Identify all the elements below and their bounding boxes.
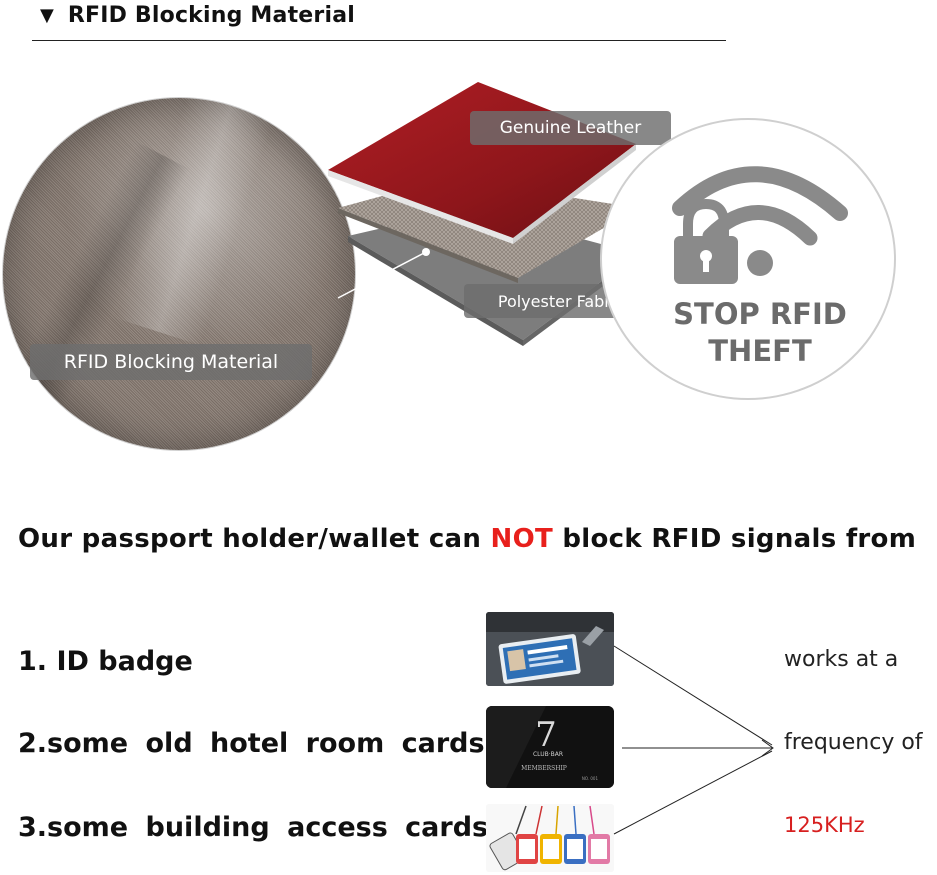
frequency-value: 125KHz [784,813,865,837]
section-header: ▼ RFID Blocking Material [40,0,355,30]
stop-rfid-text: STOP RFID THEFT [640,296,880,370]
triangle-down-icon: ▼ [40,4,54,26]
frequency-note-line2: frequency of [784,730,923,755]
statement-before: Our passport holder/wallet can [18,524,491,554]
access-cards-photo [486,804,614,872]
hotel-card-brand: CLUB·BAR [533,751,563,758]
section-title: RFID Blocking Material [67,2,355,28]
hotel-card-caption: MEMBERSHIP [521,765,567,772]
fabric-closeup [3,98,355,450]
rfid-material-label: RFID Blocking Material [30,344,312,380]
hotel-card-number: 7 [535,715,557,755]
lock-wifi-icon [672,166,848,284]
list-item-hotel-cards: 2.some old hotel room cards [18,728,485,759]
hotel-card-no: NO. 001 [582,776,599,781]
stop-rfid-line1: STOP RFID [673,297,847,331]
header-divider [32,40,726,41]
statement-after: block RFID signals from [553,524,917,554]
disclaimer-statement: Our passport holder/wallet can NOT block… [18,524,916,554]
list-item-access-cards: 3.some building access cards [18,812,489,843]
bracket-connector [613,645,774,835]
frequency-note-line1: works at a [784,647,899,672]
hotel-card-photo: 7 CLUB·BAR MEMBERSHIP NO. 001 [486,706,614,788]
statement-not: NOT [490,524,554,554]
leather-label: Genuine Leather [470,111,671,145]
stop-rfid-line2: THEFT [708,334,812,368]
id-badge-photo [486,612,614,686]
list-item-id-badge: 1. ID badge [18,646,193,677]
